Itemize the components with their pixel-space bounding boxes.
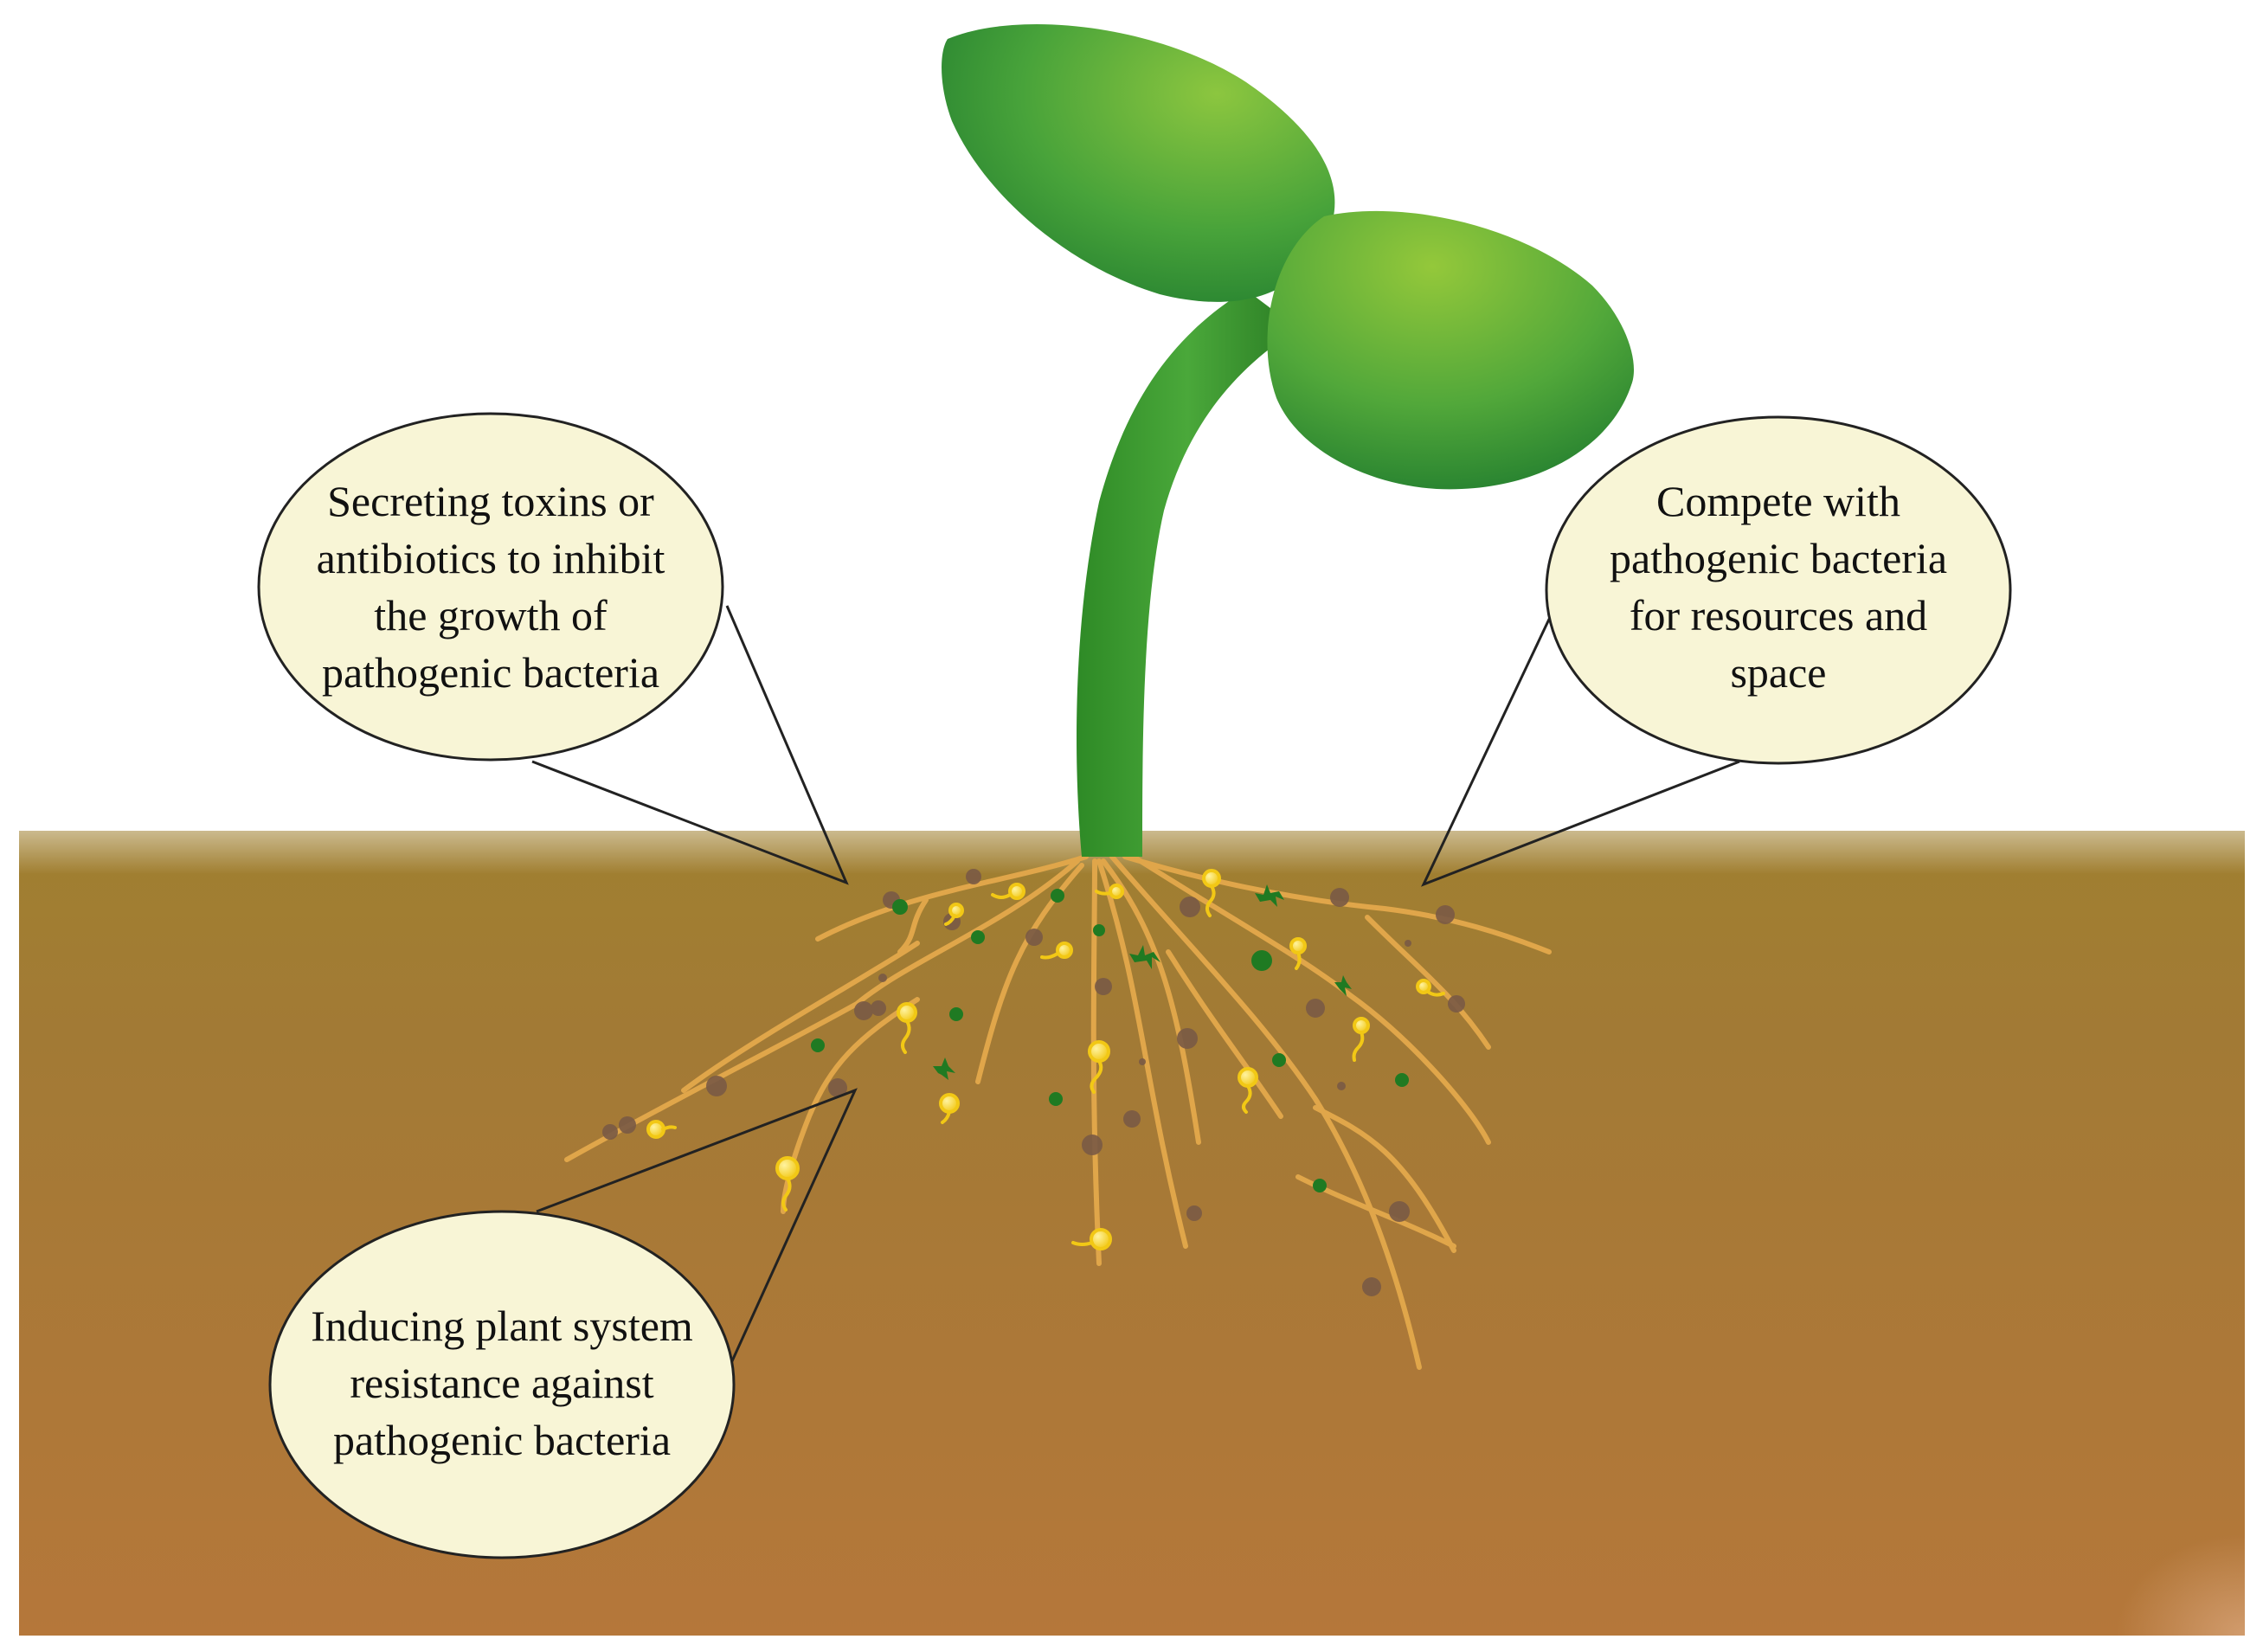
bubble-compete	[1545, 415, 2012, 765]
left-leaf	[942, 23, 1335, 302]
beneficial-bacteria	[646, 869, 1445, 1250]
callout-resistance-text: Inducing plant system resistance against…	[311, 1302, 693, 1464]
pointer-resistance	[536, 1088, 858, 1364]
soil-corner-shade	[1817, 1298, 2245, 1636]
right-leaf	[1267, 210, 1634, 490]
callout-compete-text: Compete with pathogenic bacteria for res…	[1609, 477, 1948, 697]
callout-pointers	[531, 605, 1740, 1364]
bubble-resistance	[268, 1210, 736, 1559]
green-microbes	[811, 884, 1409, 1192]
plant-stem	[1077, 290, 1298, 857]
callout-toxins-text: Secreting toxins or antibiotics to inhib…	[316, 477, 665, 697]
root-system	[564, 854, 1552, 1370]
pointer-toxins	[531, 605, 849, 885]
pointer-compete	[1421, 609, 1740, 887]
bubble-toxins	[257, 412, 724, 762]
soil-particles	[602, 869, 1465, 1296]
